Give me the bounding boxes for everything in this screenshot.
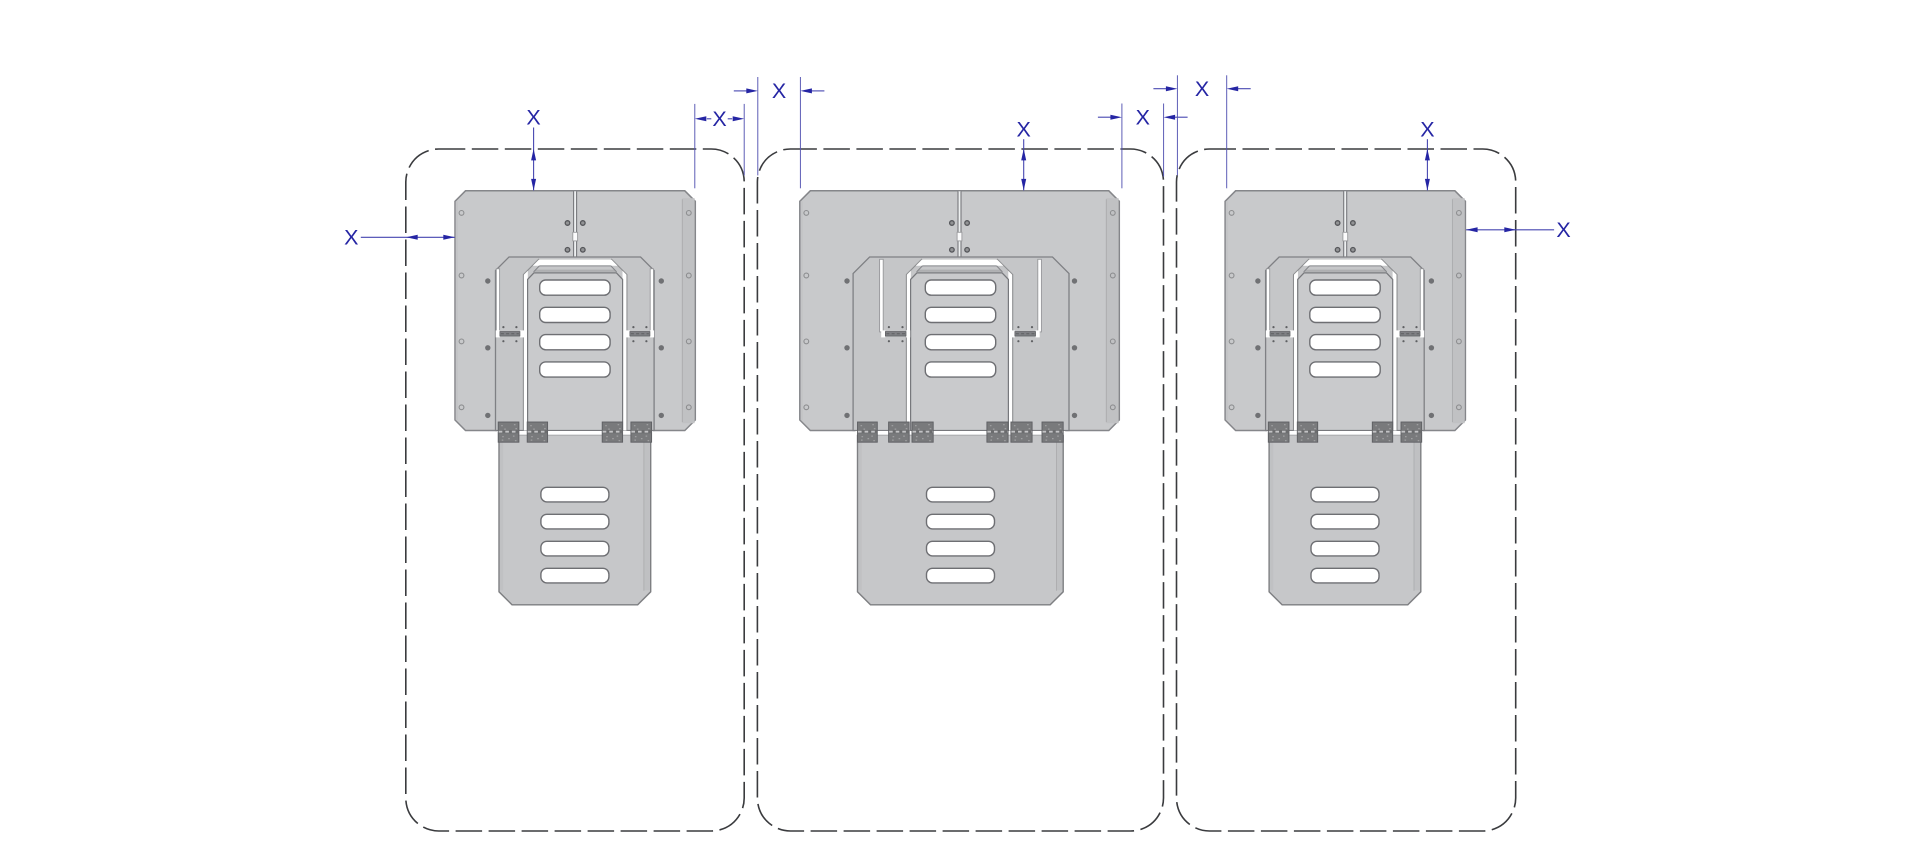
svg-text:X: X [772,79,786,103]
svg-text:X: X [1420,117,1434,141]
svg-text:X: X [712,107,726,131]
svg-text:X: X [1136,105,1150,129]
svg-text:X: X [1195,77,1209,101]
svg-text:X: X [1556,218,1570,242]
svg-text:X: X [526,106,540,130]
svg-text:X: X [344,226,358,250]
svg-text:X: X [1017,117,1031,141]
